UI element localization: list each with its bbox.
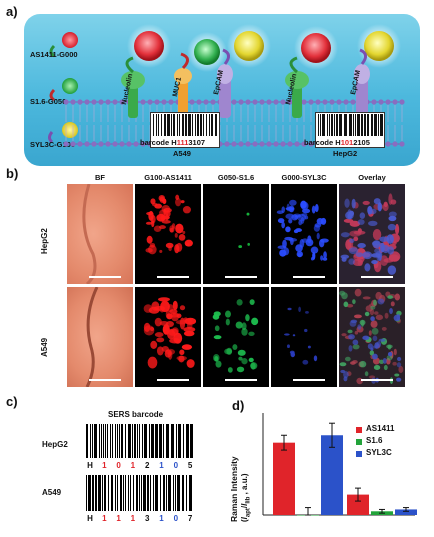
barcode-digit: 0	[173, 514, 179, 523]
as1411-image-hepg2	[135, 184, 201, 284]
scale-bar	[157, 379, 189, 381]
barcode-box-left	[150, 112, 220, 148]
legend-label-s16: S1.6	[366, 436, 383, 445]
column-header-g100: G100-AS1411	[144, 173, 192, 182]
row-header-a549: A549	[40, 337, 49, 357]
barcode-digit: 3	[144, 514, 150, 523]
scale-bar	[89, 379, 121, 381]
epcam-receptor-right	[354, 48, 370, 118]
column-header-bf: BF	[95, 173, 105, 182]
barcode-bars-left	[153, 114, 217, 136]
raman-intensity-chart	[262, 413, 417, 516]
barcode-bars-right	[318, 114, 383, 136]
barcode-digit: 1	[130, 461, 136, 470]
bf-image-hepg2	[67, 184, 133, 284]
legend-label-as1411: AS1411	[366, 424, 395, 433]
panel-a-letter: a)	[6, 4, 18, 19]
column-header-g050: G050-S1.6	[217, 173, 255, 182]
scale-bar	[89, 276, 121, 278]
red-nanoparticle-left	[134, 31, 164, 61]
barcode-box-right	[315, 112, 385, 148]
s16-image-a549	[203, 287, 269, 387]
bar-as1411-a549	[347, 494, 369, 515]
barcode-digit: 7	[187, 514, 193, 523]
column-header-g000: G000-SYL3C	[281, 173, 327, 182]
red-nanoparticle-right	[301, 33, 331, 63]
bar-syl3c-a549	[395, 509, 417, 515]
aptamer-label-s16: S1.6-G050	[30, 97, 67, 106]
barcode-digit: 1	[159, 461, 164, 470]
panel-d-letter: d)	[232, 398, 245, 413]
bar-as1411-hepg2	[273, 442, 295, 515]
yellow-nanoparticle-left	[234, 31, 264, 61]
panel-b-letter: b)	[6, 166, 19, 181]
bf-image-a549	[67, 287, 133, 387]
barcode-digit: 1	[130, 514, 136, 523]
barcode-digit: 0	[116, 461, 121, 470]
barcode-row-label-a549: A549	[42, 488, 62, 497]
legend-swatch-syl3c	[356, 451, 362, 457]
aptamer-probe-icons	[48, 32, 78, 144]
legend-swatch-as1411	[356, 427, 362, 433]
sers-barcode-a549	[86, 475, 192, 511]
legend-label-syl3c: SYL3C	[366, 448, 392, 457]
syl3c-image-a549	[271, 287, 337, 387]
chart-ylabel: Raman Intensity(Iapt/Ilib , a.u.)	[229, 456, 252, 522]
green-nanoparticle-left	[194, 39, 220, 65]
scale-bar	[225, 379, 257, 381]
barcode-digit: 1	[102, 461, 107, 470]
barcode-row-label-hepg2: HepG2	[42, 440, 68, 449]
as1411-image-a549	[135, 287, 201, 387]
barcode-digit: 2	[144, 461, 150, 470]
overlay-image-a549	[339, 287, 405, 387]
scale-bar	[225, 276, 257, 278]
barcode-digit: 1	[159, 514, 164, 523]
nucleolin-receptor-left	[121, 56, 145, 118]
aptamer-label-as1411: AS1411-G000	[30, 50, 78, 59]
scale-bar	[293, 276, 325, 278]
s16-image-hepg2	[203, 184, 269, 284]
as1411-probe-icon	[62, 32, 78, 48]
overlay-image-hepg2	[339, 184, 405, 284]
column-header-overlay: Overlay	[358, 173, 386, 182]
barcode-digit: H	[87, 514, 93, 523]
barcode-text-right: barcode H1012105	[304, 138, 370, 147]
cell-membrane-diagram	[63, 24, 405, 147]
barcode-digit: 1	[116, 514, 121, 523]
aptamer-label-syl3c: SYL3C-G100	[30, 140, 76, 149]
epcam-receptor-left	[217, 48, 233, 118]
scale-bar	[293, 379, 325, 381]
barcode-digit: 1	[102, 514, 107, 523]
sers-barcode-hepg2	[86, 424, 193, 458]
s16-probe-icon	[62, 78, 78, 94]
muc1-receptor-left	[174, 52, 192, 118]
barcode-text-left: barcode H1113107	[140, 138, 206, 147]
legend-swatch-s16	[356, 439, 362, 445]
nucleolin-receptor-right	[285, 56, 309, 118]
scale-bar	[361, 379, 393, 381]
row-header-hepg2: HepG2	[40, 228, 49, 254]
barcode-digit: 5	[187, 461, 193, 470]
barcode-digit: H	[87, 461, 93, 470]
syl3c-image-hepg2	[271, 184, 337, 284]
scale-bar	[157, 276, 189, 278]
yellow-nanoparticle-right	[364, 31, 394, 61]
cell-name-a549: A549	[173, 149, 191, 158]
cell-name-hepg2: HepG2	[333, 149, 358, 158]
scale-bar	[361, 276, 393, 278]
barcode-digit: 0	[173, 461, 179, 470]
bar-syl3c-hepg2	[321, 435, 343, 515]
sers-barcode-title: SERS barcode	[108, 410, 164, 419]
panel-c-letter: c)	[6, 394, 18, 409]
